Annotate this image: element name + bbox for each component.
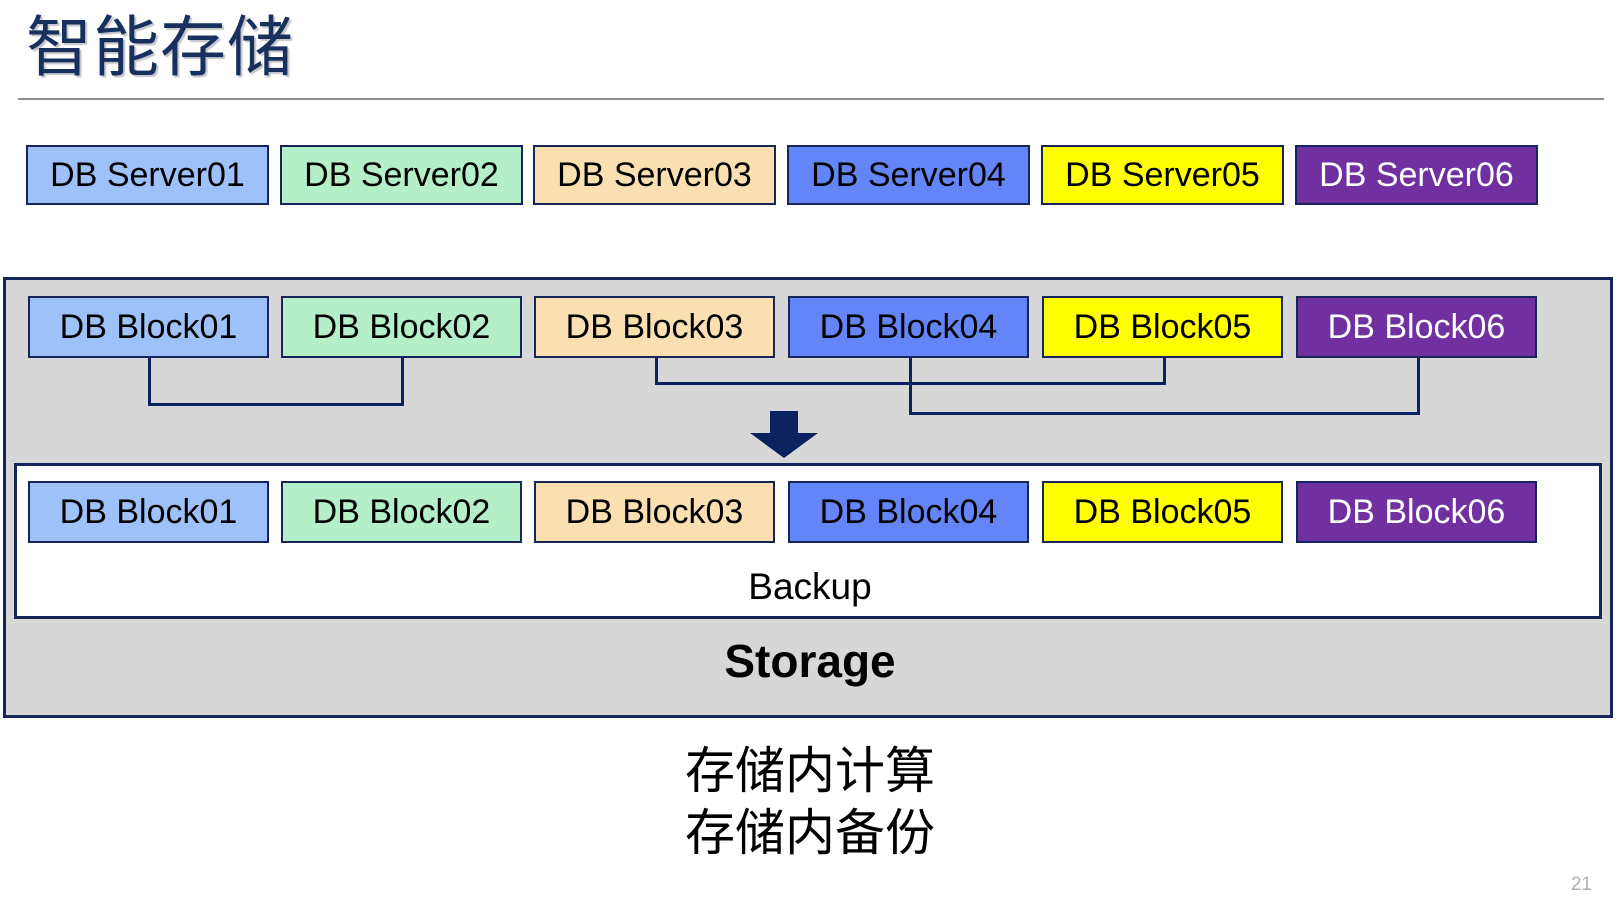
page-number: 21 [1570,874,1592,895]
db-block-backup-box-6: DB Block06 [1296,481,1537,543]
down-arrow-icon [750,411,818,458]
title-divider [18,98,1604,100]
footer-line-1: 存储内计算 [685,743,935,799]
connector-3-crossbar [909,412,1420,415]
db-server-box-4: DB Server04 [787,145,1030,205]
db-block-primary-box-6: DB Block06 [1296,296,1537,358]
db-block-backup-box-2: DB Block02 [281,481,522,543]
db-server-box-5: DB Server05 [1041,145,1284,205]
db-block-backup-box-1: DB Block01 [28,481,269,543]
storage-label: Storage [724,635,896,687]
connector-3-left-stem [909,358,912,412]
db-block-primary-box-5: DB Block05 [1042,296,1283,358]
db-block-backup-box-3: DB Block03 [534,481,775,543]
db-block-backup-box-5: DB Block05 [1042,481,1283,543]
connector-1-left-stem [148,358,151,403]
db-server-box-6: DB Server06 [1295,145,1538,205]
backup-label: Backup [748,566,872,607]
db-server-box-2: DB Server02 [280,145,523,205]
db-block-primary-box-3: DB Block03 [534,296,775,358]
db-server-box-3: DB Server03 [533,145,776,205]
db-block-backup-box-4: DB Block04 [788,481,1029,543]
db-block-primary-box-2: DB Block02 [281,296,522,358]
db-block-primary-box-4: DB Block04 [788,296,1029,358]
connector-3-right-stem [1417,358,1420,412]
connector-1-crossbar [148,403,404,406]
db-block-primary-box-1: DB Block01 [28,296,269,358]
connector-1-right-stem [401,358,404,403]
footer-line-2: 存储内备份 [685,805,935,861]
connector-2-left-stem [655,358,658,382]
db-server-box-1: DB Server01 [26,145,269,205]
page-title: 智能存储 [26,10,294,84]
footer-text: 存储内计算存储内备份 [0,740,1620,864]
connector-2-right-stem [1163,358,1166,382]
